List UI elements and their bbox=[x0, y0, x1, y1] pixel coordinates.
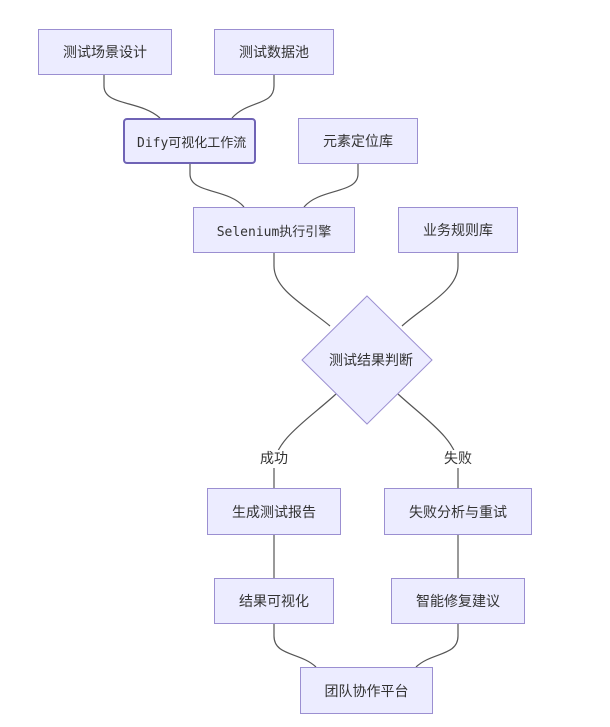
decision-label[interactable]: 测试结果判断 bbox=[329, 353, 413, 369]
edge-label-failure: 失败 bbox=[442, 450, 474, 468]
edge-decision-to-report bbox=[273, 393, 337, 488]
edge-label-success: 成功 bbox=[258, 450, 290, 468]
edge-visualization-to-platform bbox=[273, 624, 317, 668]
node-smart-repair-suggestion[interactable]: 智能修复建议 bbox=[391, 578, 525, 624]
node-element-locator-lib[interactable]: 元素定位库 bbox=[298, 118, 418, 164]
node-test-scene-design[interactable]: 测试场景设计 bbox=[38, 29, 172, 75]
edge-scene-to-dify bbox=[103, 75, 161, 119]
edge-selenium-to-decision bbox=[273, 253, 331, 327]
node-failure-analysis-retry[interactable]: 失败分析与重试 bbox=[384, 488, 532, 535]
edge-locator-to-selenium bbox=[303, 164, 359, 208]
node-team-collab-platform[interactable]: 团队协作平台 bbox=[300, 667, 433, 714]
node-result-visualization[interactable]: 结果可视化 bbox=[214, 578, 334, 624]
edge-datapool-to-dify bbox=[231, 75, 275, 119]
node-dify-workflow[interactable]: Dify可视化工作流 bbox=[123, 118, 256, 164]
node-test-data-pool[interactable]: 测试数据池 bbox=[214, 29, 334, 75]
edge-rules-to-decision bbox=[401, 253, 459, 327]
decision-diamond bbox=[301, 295, 433, 425]
node-business-rule-lib[interactable]: 业务规则库 bbox=[398, 207, 518, 253]
edge-dify-to-selenium bbox=[189, 164, 245, 208]
edge-repair-to-platform bbox=[415, 624, 459, 668]
edge-decision-to-failure bbox=[397, 393, 459, 488]
node-generate-report[interactable]: 生成测试报告 bbox=[207, 488, 341, 535]
node-selenium-engine[interactable]: Selenium执行引擎 bbox=[193, 207, 355, 253]
